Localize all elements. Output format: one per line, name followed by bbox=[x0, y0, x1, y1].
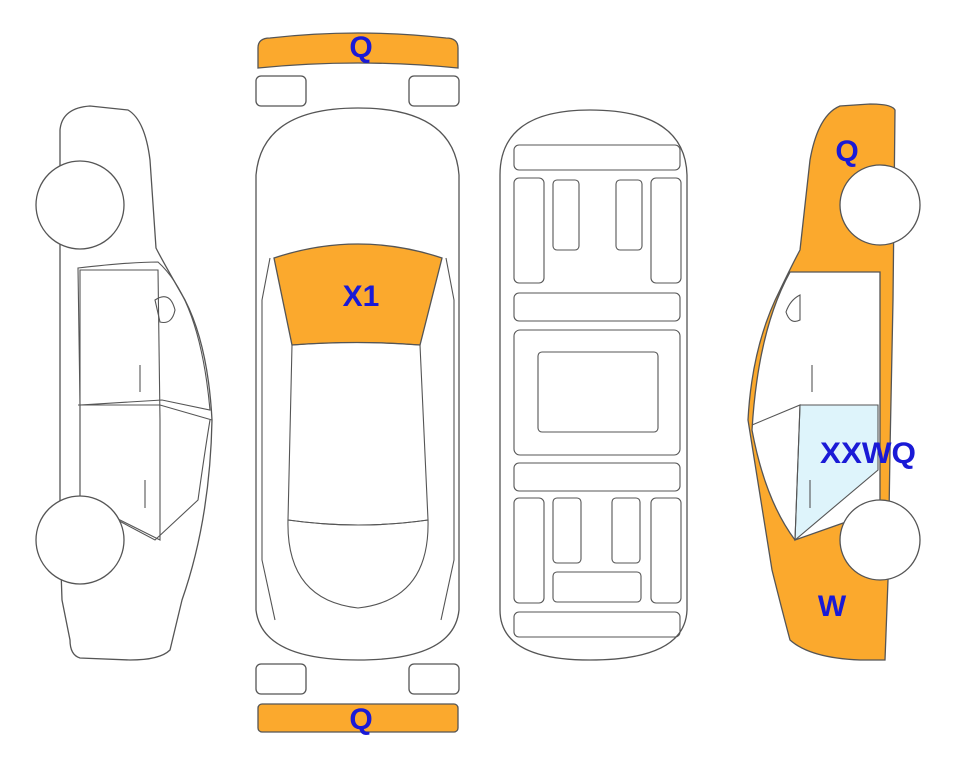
underside-front-right-rail bbox=[650, 177, 682, 284]
front-bumper-panel bbox=[257, 32, 459, 69]
underside-floor-frame bbox=[513, 329, 681, 456]
rear-right-light bbox=[408, 663, 460, 695]
underside-rear-left-rail bbox=[513, 497, 545, 604]
underside-crossmember-rear bbox=[513, 462, 681, 492]
underside-body bbox=[499, 109, 688, 661]
top-right-side-line bbox=[440, 257, 455, 621]
right-side-front-wheel bbox=[839, 164, 921, 246]
right-front-door-glass-code-label: XXWQ bbox=[820, 437, 916, 470]
rear-bumper-code-label: Q bbox=[349, 703, 372, 736]
underside-view bbox=[499, 109, 688, 661]
damage-labels: Q X1 Q Q XXWQ W bbox=[343, 31, 916, 736]
underside-rear-right-rail bbox=[650, 497, 682, 604]
windshield-code-label: X1 bbox=[343, 280, 380, 313]
right-side-view bbox=[747, 103, 921, 661]
left-side-front-wheel bbox=[35, 160, 125, 250]
front-right-light bbox=[408, 75, 460, 107]
underside-center-pan bbox=[537, 351, 659, 433]
underside-crossmember-front bbox=[513, 292, 681, 322]
left-side-view bbox=[35, 105, 213, 661]
top-view bbox=[255, 32, 460, 733]
right-side-rear-wheel bbox=[839, 499, 921, 581]
top-view-body bbox=[255, 107, 460, 661]
front-bumper-code-label: Q bbox=[349, 31, 372, 64]
left-side-rear-wheel bbox=[35, 495, 125, 585]
left-side-window bbox=[77, 261, 211, 411]
underside-rear-left-mount bbox=[552, 497, 582, 564]
underside-rear-panel bbox=[513, 611, 681, 638]
underside-rear-tank bbox=[552, 571, 642, 603]
underside-front-left-mount bbox=[552, 179, 580, 251]
rear-bumper-panel bbox=[257, 703, 459, 733]
underside-front-panel bbox=[513, 144, 681, 171]
front-left-light bbox=[255, 75, 307, 107]
underside-rear-right-mount bbox=[611, 497, 641, 564]
left-side-lower-window bbox=[79, 405, 211, 541]
rear-window bbox=[287, 519, 429, 609]
left-side-mirror bbox=[154, 296, 176, 324]
underside-front-right-mount bbox=[615, 179, 643, 251]
right-side-rear-window bbox=[751, 404, 801, 541]
underside-front-left-rail bbox=[513, 177, 545, 284]
left-side-belt-line bbox=[78, 404, 213, 421]
right-rear-quarter-code-label: W bbox=[818, 590, 847, 623]
right-front-fender-code-label: Q bbox=[835, 135, 858, 168]
rear-left-light bbox=[255, 663, 307, 695]
top-left-side-line bbox=[261, 257, 276, 621]
right-side-mirror bbox=[785, 294, 801, 322]
